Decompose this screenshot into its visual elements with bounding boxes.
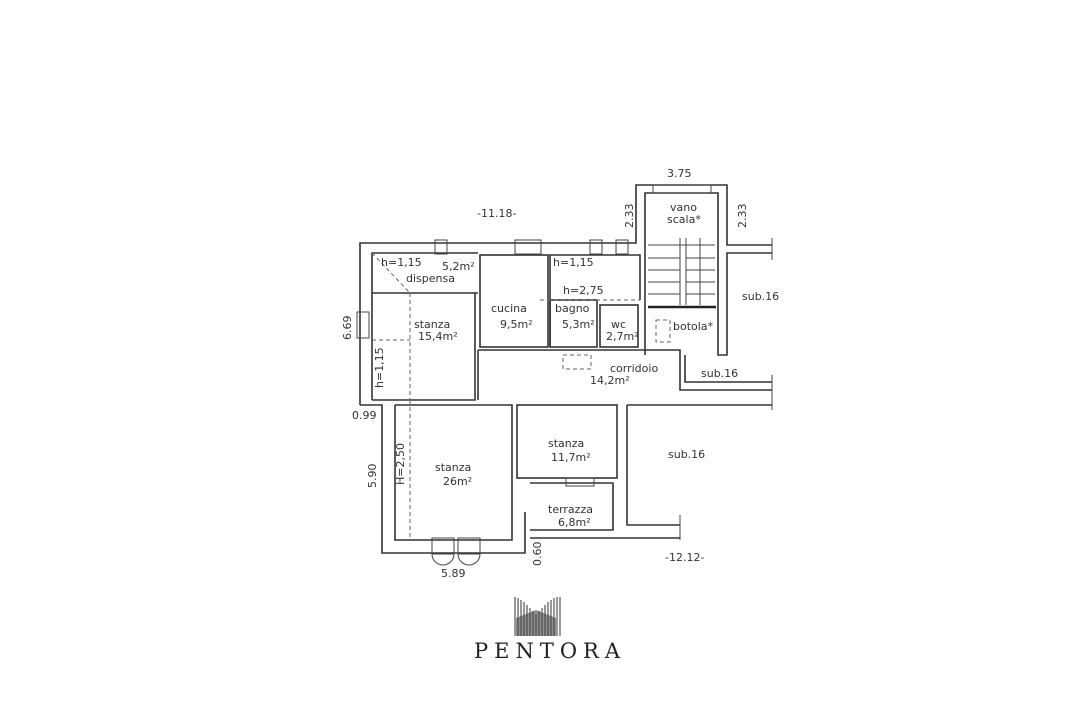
corridoio-area: 14,2m² — [590, 374, 630, 387]
window — [589, 239, 603, 255]
stanza-1-name: stanza — [414, 318, 450, 331]
door — [457, 537, 481, 555]
stanza-2-area: 26m² — [443, 475, 472, 488]
dim-right-width: -12.12- — [665, 551, 704, 564]
corridoio-name: corridoio — [610, 362, 658, 375]
wc-name: wc — [611, 318, 626, 331]
botola-name: botola* — [673, 320, 714, 333]
stanza-3-area: 11,7m² — [551, 451, 591, 464]
terrazza-name: terrazza — [548, 503, 593, 516]
cucina-name: cucina — [491, 302, 527, 315]
stanza-1-area: 15,4m² — [418, 330, 458, 343]
window — [652, 184, 712, 194]
vano-scala-name-2: scala* — [667, 213, 701, 226]
window — [514, 239, 542, 255]
window — [615, 239, 629, 255]
stanza-1-height: h=1,15 — [373, 347, 386, 388]
stanza-2-name: stanza — [435, 461, 471, 474]
bagno-height-b: h=2,75 — [563, 284, 604, 297]
bagno-area: 5,3m² — [562, 318, 595, 331]
window — [434, 239, 448, 255]
bagno-name: bagno — [555, 302, 590, 315]
dim-left-height: 6.69 — [341, 316, 354, 341]
dim-stair-width: 3.75 — [667, 167, 692, 180]
vano-scala-name-1: vano — [670, 201, 697, 214]
cucina-area: 9,5m² — [500, 318, 533, 331]
pentora-logo: PENTORA — [474, 597, 626, 663]
room-labels: h=1,15 5,2m² dispensa stanza 15,4m² h=1,… — [373, 201, 779, 529]
dim-stair-left: 2.33 — [623, 204, 636, 229]
neighbor-label: sub.16 — [668, 448, 705, 461]
terrazza-area: 6,8m² — [558, 516, 591, 529]
dimensions: -11.18- 3.75 2.33 2.33 6.69 0.99 5.90 5.… — [341, 167, 749, 580]
window — [356, 311, 370, 339]
neighbor-label: sub.16 — [701, 367, 738, 380]
stairs — [648, 238, 716, 309]
window — [565, 477, 595, 487]
stanza-3-name: stanza — [548, 437, 584, 450]
dispensa-area: 5,2m² — [442, 260, 475, 273]
dim-offset: 0.99 — [352, 409, 377, 422]
bagno-height-a: h=1,15 — [553, 256, 594, 269]
dim-lower-height: 5.90 — [366, 464, 379, 489]
brand-name: PENTORA — [474, 639, 626, 663]
neighbor-label: sub.16 — [742, 290, 779, 303]
dim-stair-right: 2.33 — [736, 204, 749, 229]
dim-top-width: -11.18- — [477, 207, 516, 220]
door — [431, 537, 455, 555]
walls — [356, 184, 773, 566]
dim-bottom-width: 5.89 — [441, 567, 466, 580]
stanza-2-height: H=2,50 — [394, 443, 407, 485]
dispensa-height: h=1,15 — [381, 256, 422, 269]
wc-area: 2,7m² — [606, 330, 639, 343]
dim-bottom-offset: 0.60 — [531, 542, 544, 567]
dispensa-name: dispensa — [406, 272, 455, 285]
